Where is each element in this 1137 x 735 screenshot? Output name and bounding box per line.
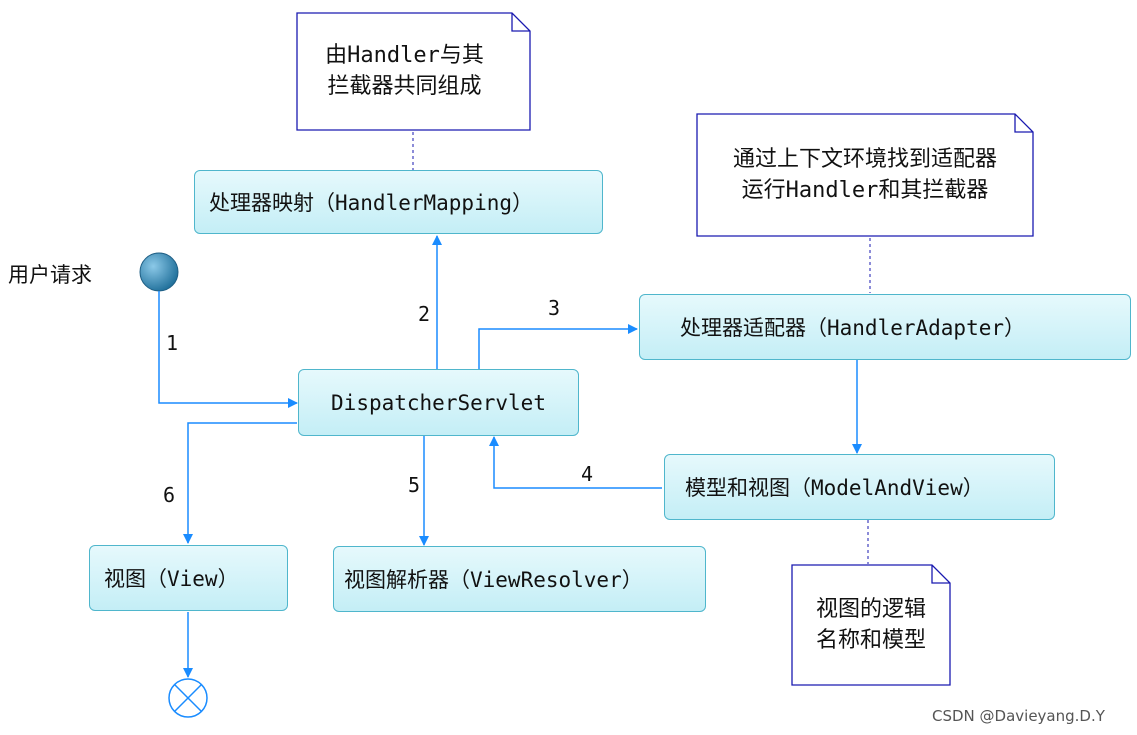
watermark: CSDN @Davieyang.D.Y — [932, 707, 1105, 725]
edge-label-5: 5 — [408, 473, 421, 497]
note-handler-mapping: 由Handler与其 拦截器共同组成 — [325, 43, 484, 99]
note-shape-adapter — [696, 113, 1034, 237]
edge-label-3: 3 — [548, 296, 561, 320]
arrow-4 — [489, 436, 662, 489]
edge-label-4: 4 — [581, 462, 594, 486]
model-and-view-box: 模型和视图（ModelAndView） — [664, 454, 1055, 520]
edge-label-2: 2 — [418, 302, 431, 326]
note-handler-adapter: 通过上下文环境找到适配器 运行Handler和其拦截器 — [732, 147, 997, 203]
edge-label-6: 6 — [163, 483, 176, 507]
view-box: 视图（View） — [89, 545, 288, 611]
dispatcher-servlet-box: DispatcherServlet — [298, 369, 579, 436]
start-node — [139, 252, 179, 292]
note-shape-mav — [791, 564, 951, 686]
note-shape-mapping — [296, 12, 531, 131]
end-node — [168, 678, 208, 718]
handler-adapter-box: 处理器适配器（HandlerAdapter） — [639, 294, 1131, 360]
handler-mapping-box: 处理器映射（HandlerMapping） — [194, 170, 603, 234]
arrow-6 — [183, 422, 297, 544]
edge-label-1: 1 — [166, 331, 179, 355]
note-model-and-view: 视图的逻辑 名称和模型 — [815, 597, 926, 653]
arrow-1 — [158, 291, 298, 408]
start-label: 用户请求 — [8, 263, 92, 287]
arrow-3 — [478, 324, 638, 369]
view-resolver-box: 视图解析器（ViewResolver） — [333, 546, 706, 612]
